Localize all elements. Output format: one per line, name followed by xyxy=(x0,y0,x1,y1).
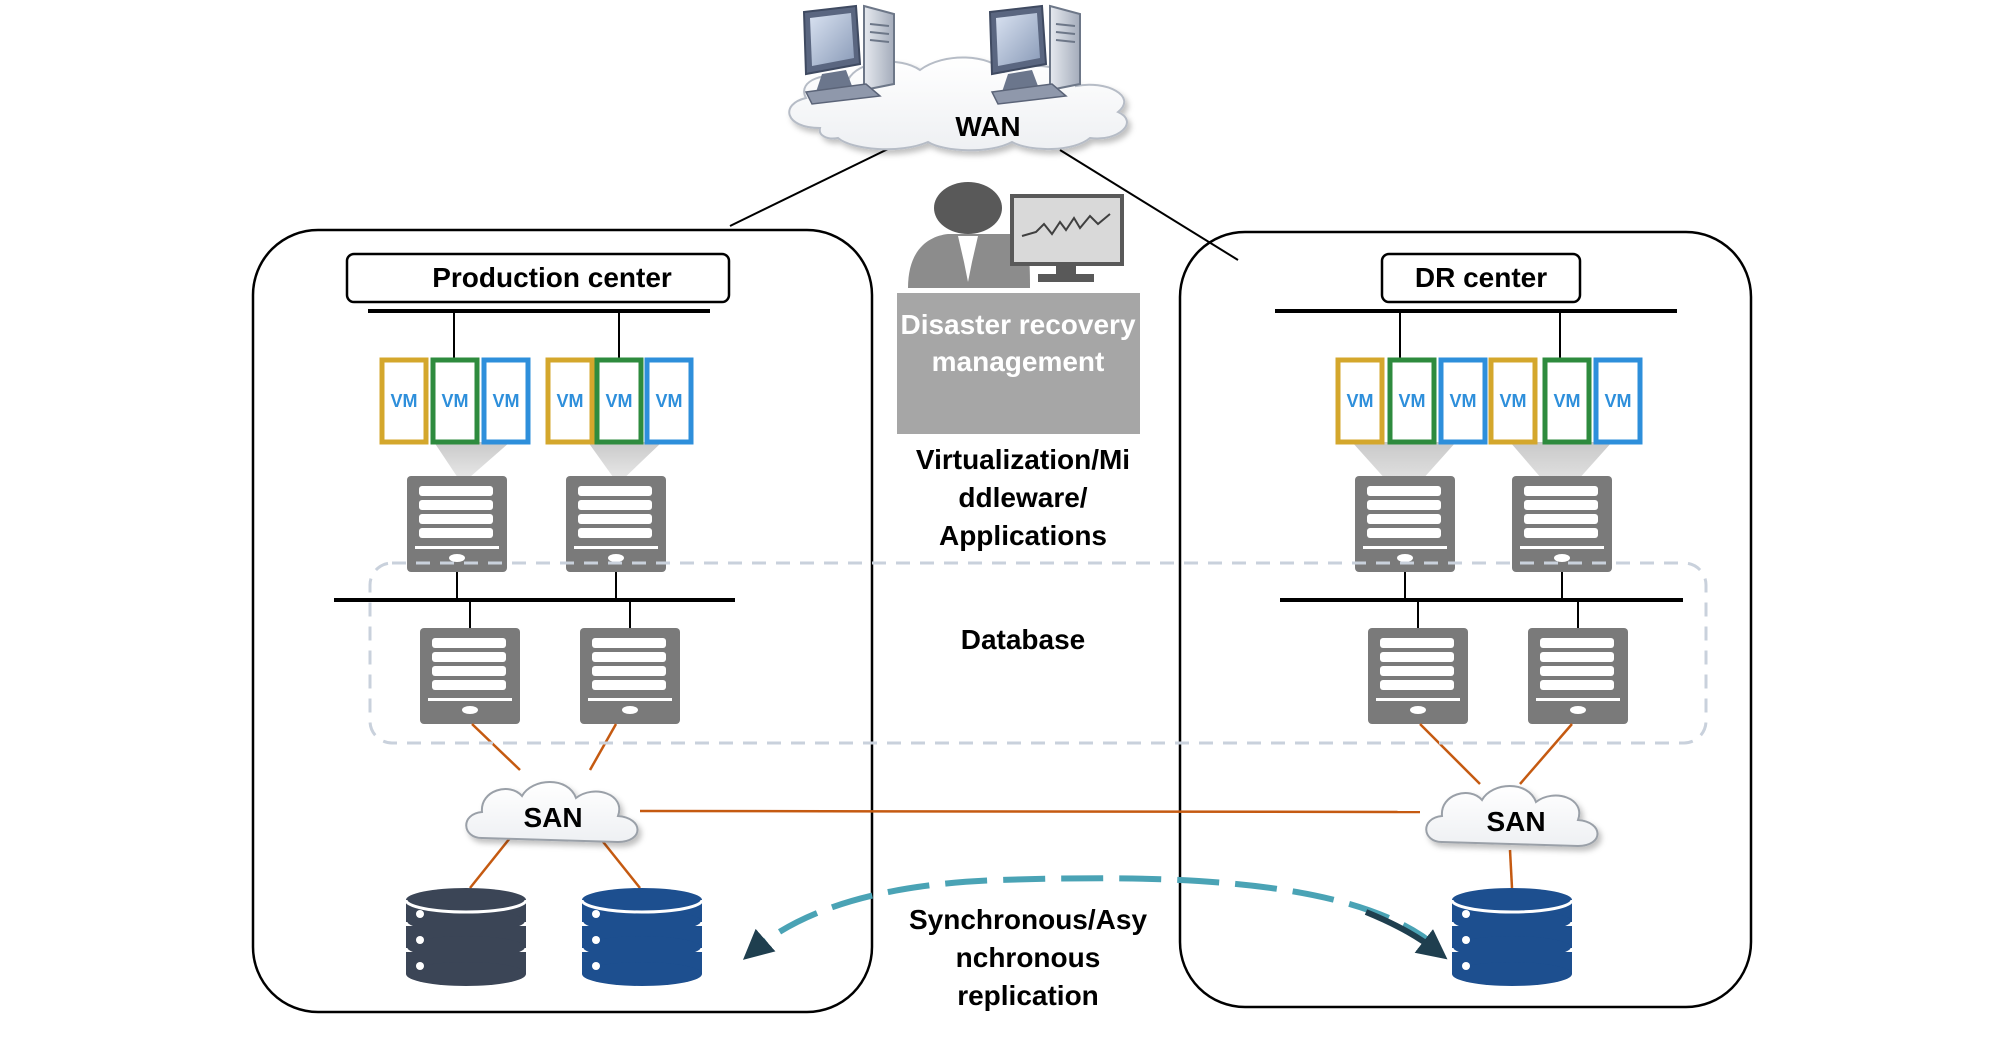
app-server-icon xyxy=(407,476,507,572)
app-server-icon xyxy=(1512,476,1612,572)
vm-box: VM xyxy=(430,357,480,445)
db-server-icon xyxy=(580,628,680,724)
dr-center-title: DR center xyxy=(1415,262,1547,293)
db-server-icon xyxy=(420,628,520,724)
wan-link-dr xyxy=(1059,149,1239,261)
vm-box: VM xyxy=(481,357,531,445)
replication-label: replication xyxy=(957,980,1099,1011)
management-group: Disaster recovery management xyxy=(897,182,1140,434)
replication-label: Synchronous/Asy xyxy=(909,904,1147,935)
database-icon xyxy=(404,886,528,988)
wan-label: WAN xyxy=(955,111,1020,142)
replication-arrow xyxy=(742,875,1440,960)
layer-label-database: Database xyxy=(961,624,1086,655)
vm-label: VM xyxy=(1347,391,1374,411)
vm-label: VM xyxy=(557,391,584,411)
db-server-icon xyxy=(1528,628,1628,724)
san-interconnect xyxy=(639,809,1421,814)
vm-box: VM xyxy=(1387,357,1437,445)
production-center-title-box xyxy=(345,252,731,304)
dr-center: DR center VM VM VM VM xyxy=(1178,230,1753,1009)
app-server-icon xyxy=(1355,476,1455,572)
db-server-icon xyxy=(1368,628,1468,724)
replication-label: nchronous xyxy=(956,942,1101,973)
layer-label-virtualization: Applications xyxy=(939,520,1107,551)
vm-label: VM xyxy=(442,391,469,411)
vm-box: VM xyxy=(1542,357,1592,445)
vm-label: VM xyxy=(391,391,418,411)
vm-box: VM xyxy=(379,357,429,445)
vm-label: VM xyxy=(606,391,633,411)
vm-label: VM xyxy=(1399,391,1426,411)
vm-group: VM VM VM xyxy=(1488,357,1643,445)
production-center: Production center VM VM VM xyxy=(251,228,874,1014)
app-server-icon xyxy=(566,476,666,572)
vm-group: VM VM VM xyxy=(379,357,531,445)
vm-label: VM xyxy=(656,391,683,411)
vm-label: VM xyxy=(1605,391,1632,411)
vm-box: VM xyxy=(1488,357,1538,445)
vm-box: VM xyxy=(1438,357,1488,445)
production-center-frame xyxy=(251,228,874,1014)
management-line2: management xyxy=(932,346,1105,377)
vm-label: VM xyxy=(1500,391,1527,411)
vm-label: VM xyxy=(493,391,520,411)
layer-label-virtualization: ddleware/ xyxy=(958,482,1087,513)
management-box xyxy=(897,293,1140,434)
dr-center-frame xyxy=(1178,230,1753,1009)
vm-box: VM xyxy=(1593,357,1643,445)
vm-group: VM VM VM xyxy=(1335,357,1488,445)
vm-box: VM xyxy=(594,357,644,445)
layer-label-virtualization: Virtualization/Mi xyxy=(916,444,1130,475)
production-center-title: Production center xyxy=(432,262,672,293)
database-icon xyxy=(580,886,704,988)
admin-monitor-icon xyxy=(908,182,1124,288)
vm-label: VM xyxy=(1554,391,1581,411)
vm-box: VM xyxy=(545,357,595,445)
management-line1: Disaster recovery xyxy=(900,309,1135,340)
wan-group: WAN xyxy=(729,5,1239,261)
dr-center-title-box xyxy=(1380,252,1582,304)
dr-san-label: SAN xyxy=(1486,806,1545,837)
wan-link-production xyxy=(729,147,891,227)
vm-group: VM VM VM xyxy=(545,357,694,445)
database-icon xyxy=(1450,886,1574,988)
vm-box: VM xyxy=(644,357,694,445)
production-san-label: SAN xyxy=(523,802,582,833)
vm-box: VM xyxy=(1335,357,1385,445)
database-layer-outline xyxy=(368,561,1708,745)
vm-label: VM xyxy=(1450,391,1477,411)
